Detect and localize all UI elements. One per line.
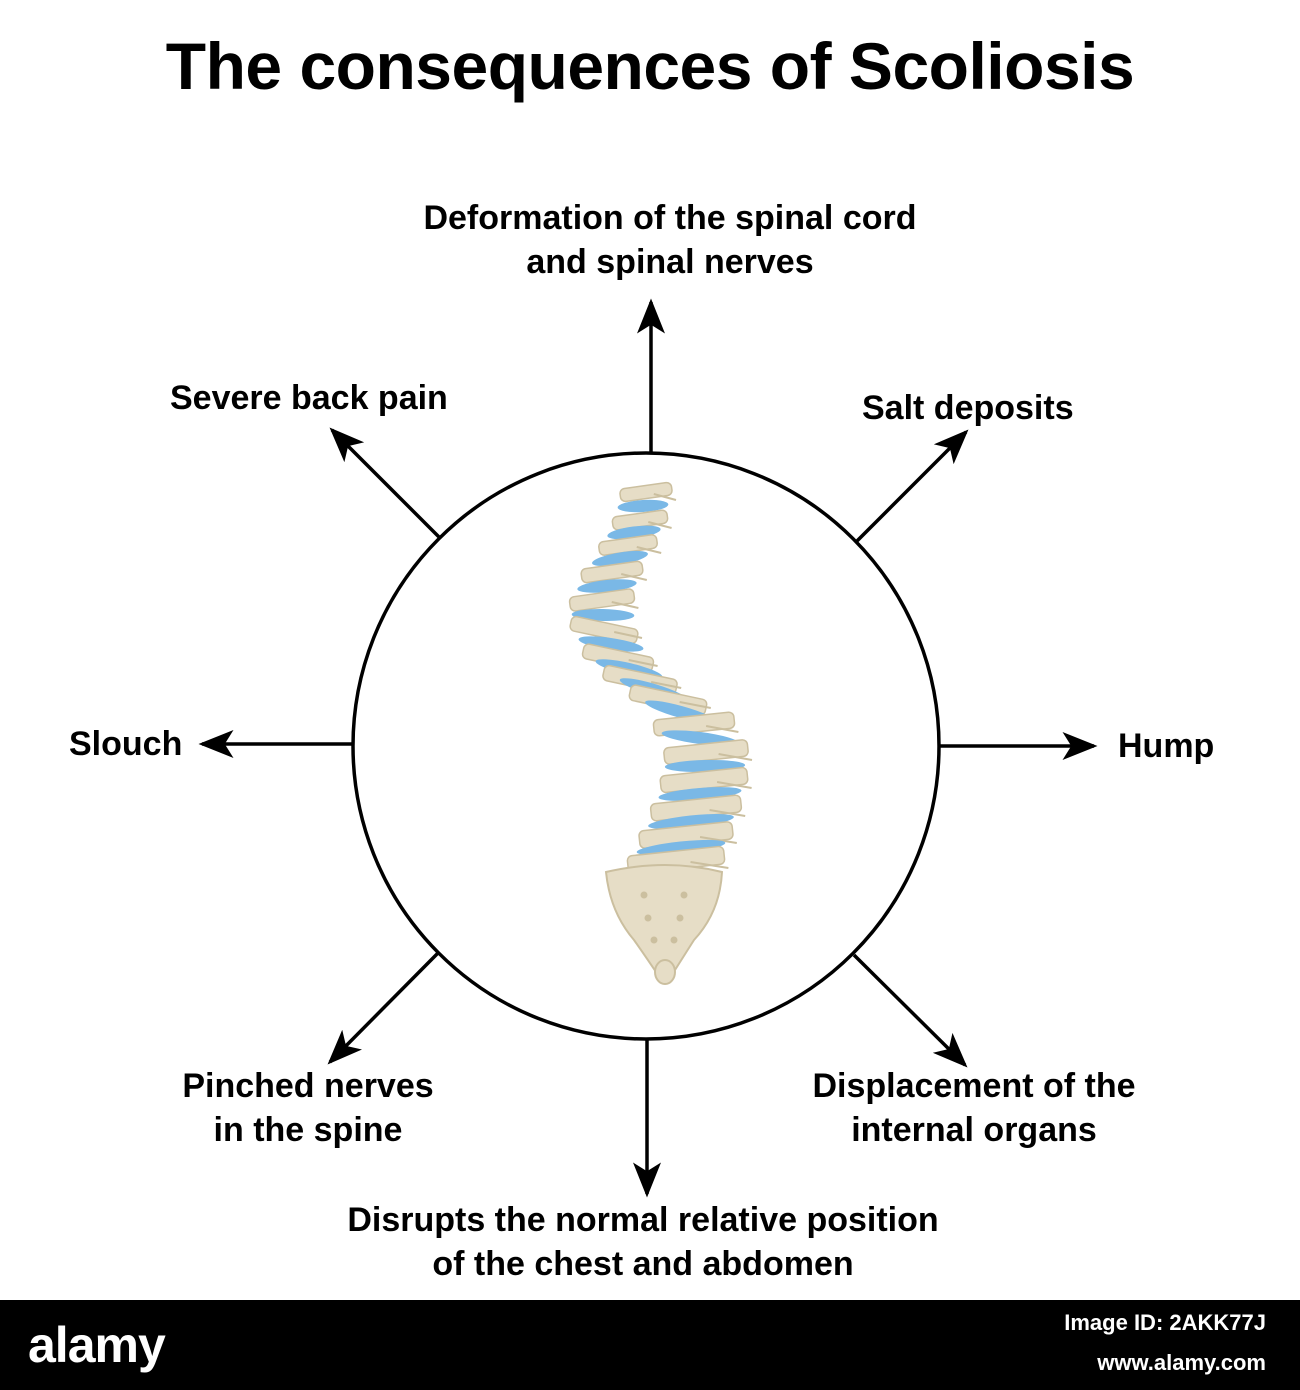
intervertebral-disc [592,550,648,567]
spinous-process [699,836,737,844]
arrow-up-right [854,429,969,544]
intervertebral-disc [648,814,734,829]
scoliosis-diagram [198,298,1098,1198]
label-pinched-nerves: Pinched nerves in the spine [182,1067,434,1149]
sacral-foramen [644,914,652,922]
vertebra [619,481,673,503]
intervertebral-disc [571,608,635,622]
image-id-text: Image ID: 2AKK77J [1064,1310,1266,1335]
label-salt-deposits: Salt deposits [862,389,1074,427]
vertebra [568,588,636,612]
label-spinal-cord-deformation: Deformation of the spinal cord and spina… [423,199,917,281]
sacral-foramen [670,936,678,944]
footer-url: www.alamy.com [1097,1350,1266,1375]
sacrum [604,864,724,979]
spinous-process [650,681,682,689]
spinous-process [653,493,677,501]
sacral-foramen [676,914,684,922]
sacral-foramen [650,936,658,944]
arrow-down-right [852,953,968,1068]
spinous-process [628,659,658,667]
spinous-process [709,809,746,817]
arrow-up-left [329,427,442,540]
spinous-process [613,631,643,639]
label-hump: Hump [1118,727,1215,765]
spinous-process [679,701,711,709]
intervertebral-disc [636,839,726,856]
scoliotic-spine-illustration [568,481,753,985]
intervertebral-disc [578,636,644,652]
alamy-logo: alamy [28,1317,166,1373]
spinous-process [611,601,639,609]
diagram-title: The consequences of Scoliosis [165,29,1135,103]
label-chest-abdomen-disruption: Disrupts the normal relative position of… [347,1201,939,1283]
spinous-process [648,521,672,529]
spinous-process [690,861,729,869]
spinous-process [636,546,662,554]
spinous-process [716,781,752,789]
intervertebral-disc [617,499,669,513]
arrow-down-left [327,951,440,1065]
label-slouch: Slouch [69,725,183,763]
sacral-foramen [680,891,688,899]
spinous-process [718,753,753,761]
coccyx [654,959,676,985]
spinous-process [705,725,739,733]
vertebra [580,560,644,584]
sacral-foramen [640,891,648,899]
spinous-process [621,573,648,581]
label-back-pain: Severe back pain [170,379,448,417]
stock-footer-bar: alamy Image ID: 2AKK77J www.alamy.com [0,1300,1300,1390]
label-organ-displacement: Displacement of the internal organs [812,1067,1136,1149]
